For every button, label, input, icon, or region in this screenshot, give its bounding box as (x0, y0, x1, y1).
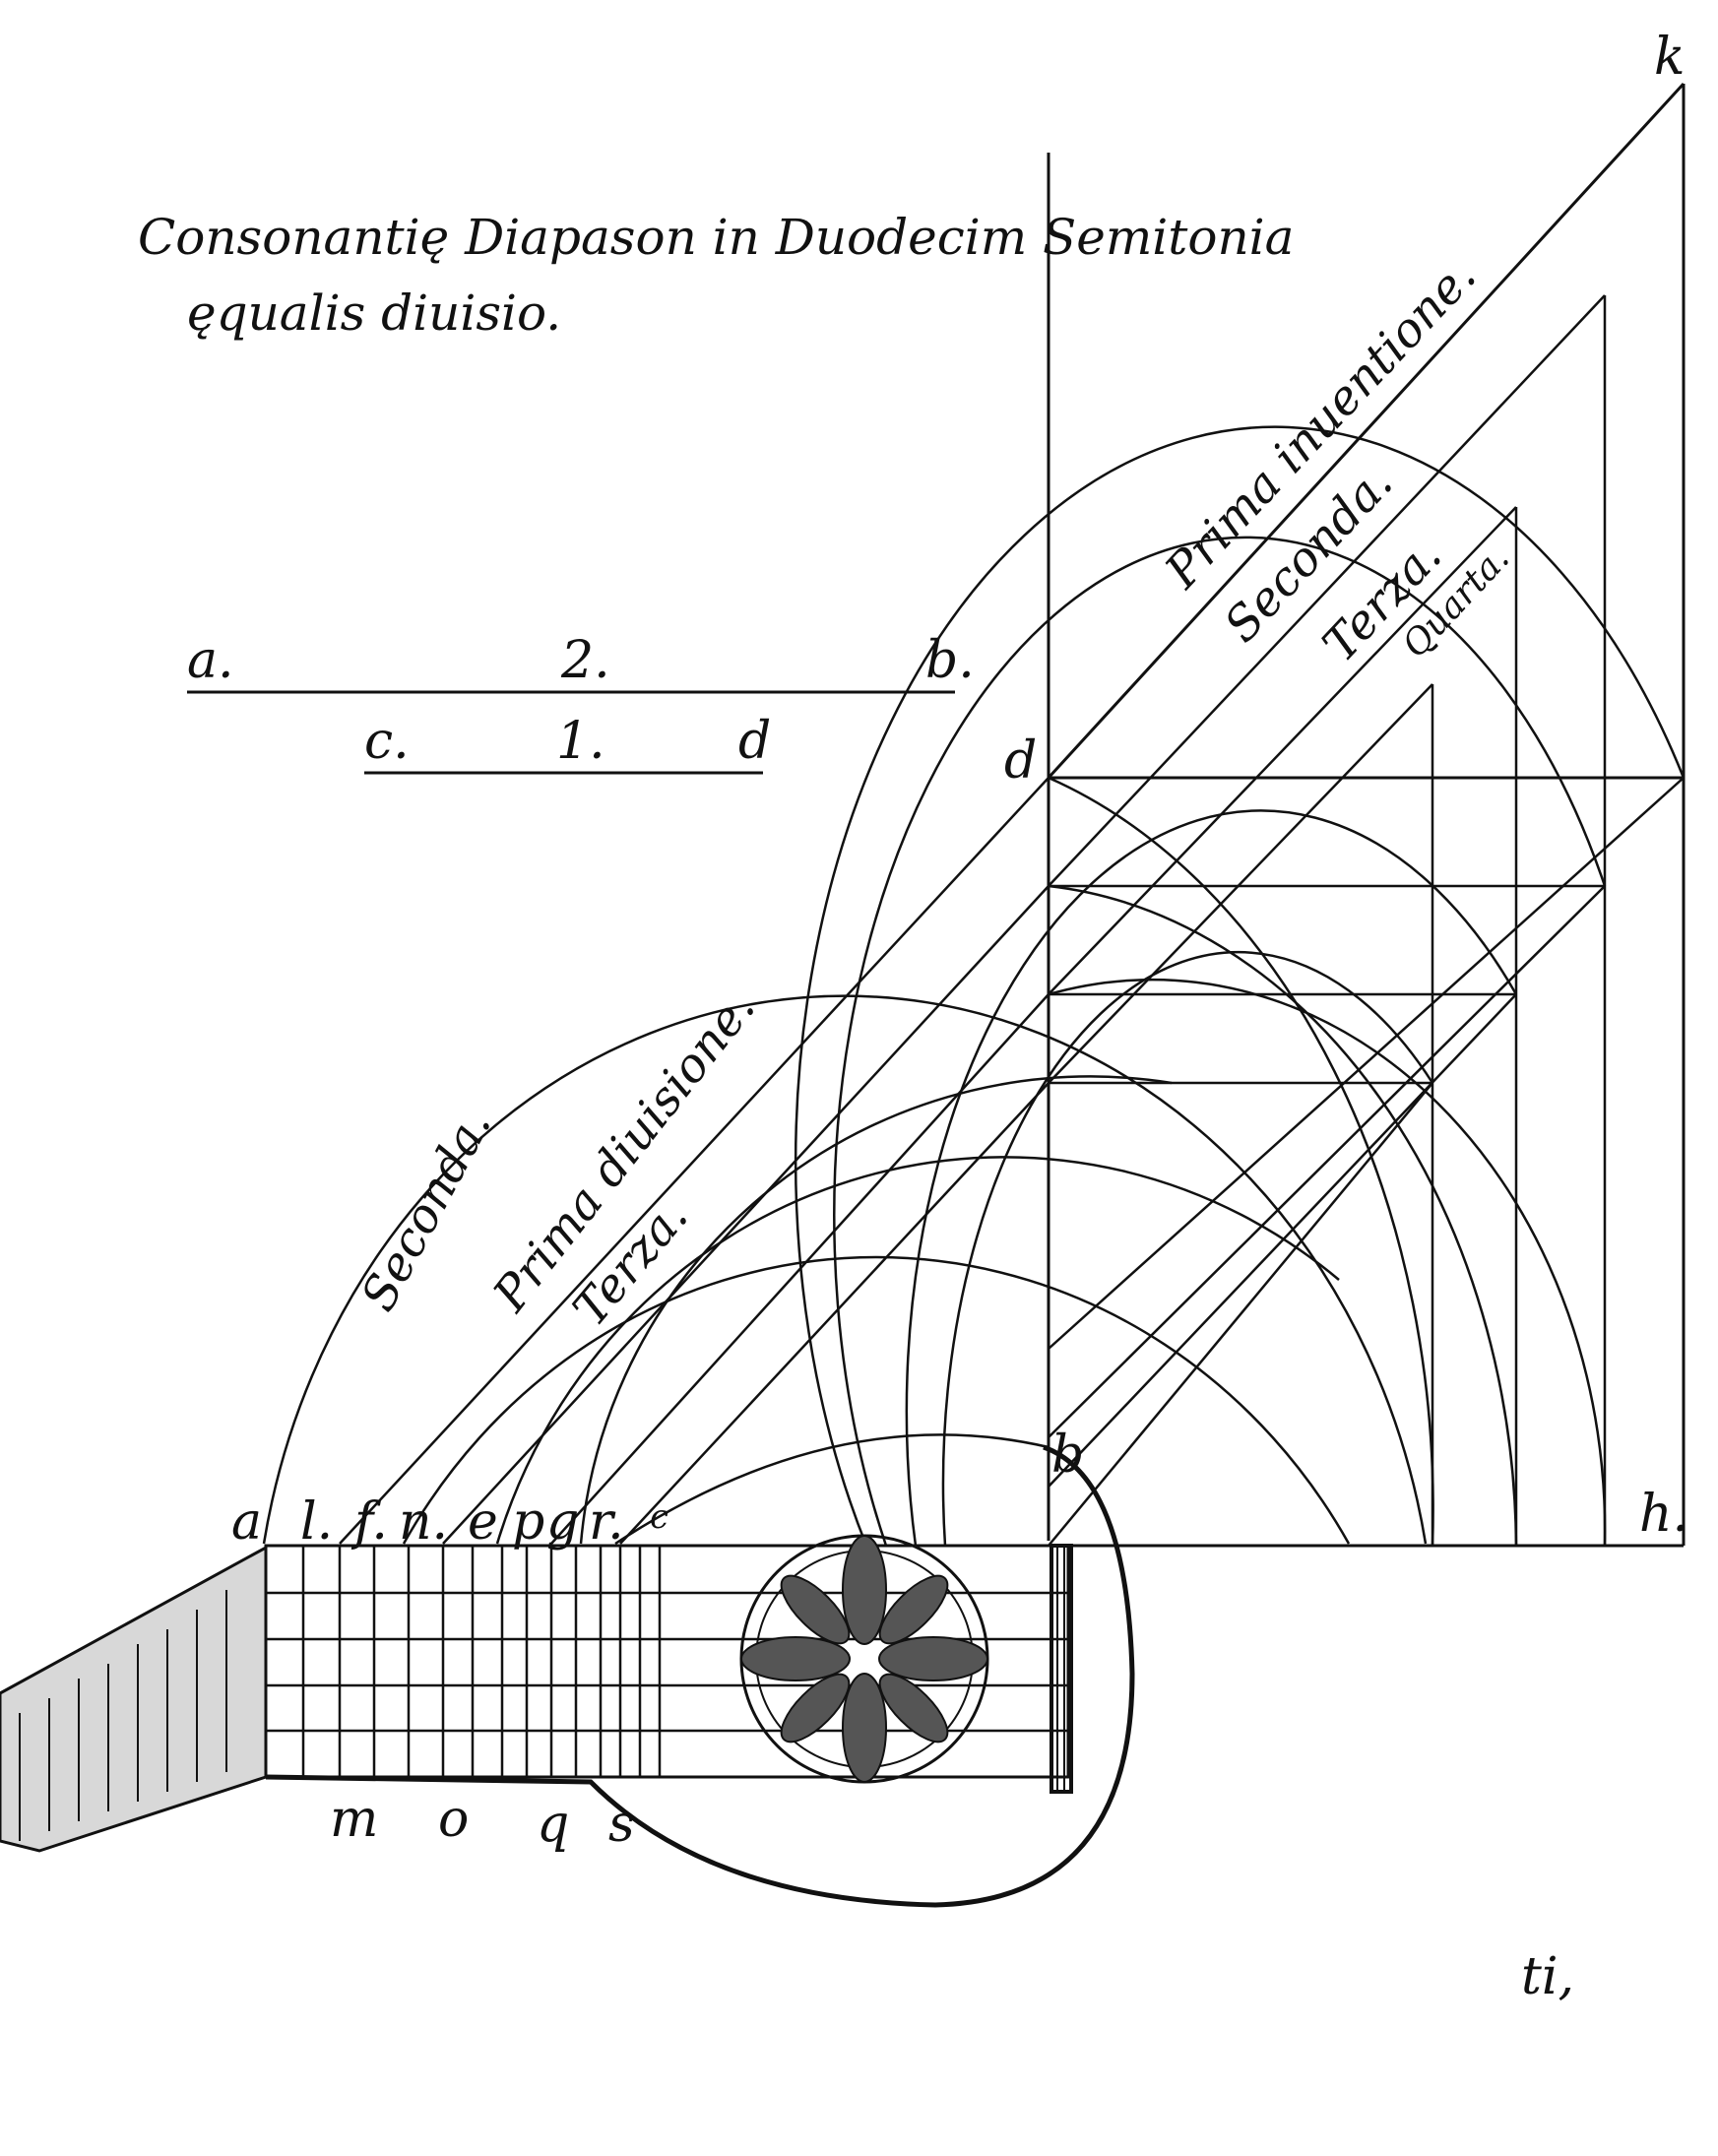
arc-div-prima (402, 1255, 1351, 1545)
curve-labels: Prima inuentione. Seconda. Terza. Quarta… (350, 248, 1517, 1337)
fretboard (264, 1544, 1070, 1779)
fret-label-l: l. (300, 1492, 333, 1552)
segment-cd-end-label: d (738, 712, 771, 771)
segment-cd-mid-label: 1. (556, 712, 605, 771)
rosette-pattern (740, 1535, 988, 1783)
segment-ab-start-label: a. (187, 631, 234, 690)
arc-c-b (614, 1433, 1050, 1546)
diagonal-to-fret-l (339, 777, 1050, 1545)
diagonal-dk (1047, 82, 1686, 780)
diagonal-to-fret-n (442, 885, 1050, 1545)
corner-catchword: ti, (1521, 1947, 1574, 2006)
fret-label-q: q (537, 1795, 569, 1854)
title-line-2: ęqualis diuisio. (187, 285, 561, 342)
fret-label-g: g (546, 1492, 579, 1552)
diagonal-terza (1048, 506, 1517, 995)
arcs (262, 425, 1686, 1547)
arc-right-2 (1048, 884, 1518, 1547)
arc-right-1 (1048, 776, 1434, 1547)
diagonal-quarta (1048, 683, 1433, 1084)
fret-label-f: f. (350, 1492, 388, 1552)
segment-cd-start-label: c. (364, 712, 410, 771)
fret-label-o: o (438, 1790, 469, 1849)
diagonal-to-fret-r (619, 1082, 1050, 1545)
bridge (1050, 1544, 1073, 1794)
diagonal-return-1 (1048, 777, 1685, 1350)
point-h-label: h. (1639, 1485, 1688, 1544)
title-line-1: Consonantię Diapason in Duodecim Semiton… (138, 209, 1295, 266)
arc-div-seconda (262, 994, 1428, 1545)
reference-segments: a. 2. b. c. 1. d (187, 631, 975, 775)
diagonal-return-2 (1048, 885, 1606, 1438)
arc-right-3 (1048, 978, 1607, 1547)
diagonal-return-4 (1048, 1082, 1433, 1547)
arc-inv-prima (795, 425, 1686, 1547)
fret-label-p: p (512, 1492, 544, 1552)
frets (301, 1546, 662, 1777)
fret-labels-top: a l. f. n. e p g r. c (231, 1492, 668, 1552)
lute-body-outline (265, 1444, 1135, 1908)
arc-inv-seconda (833, 536, 1607, 1547)
fret-label-r: r. (589, 1492, 624, 1552)
fret-label-a: a (231, 1492, 262, 1552)
arc-inv-terza (905, 809, 1518, 1547)
diagonal-return-3 (1048, 993, 1517, 1488)
diagonal-seconda (1048, 294, 1606, 887)
lute-instrument (0, 1444, 1135, 1908)
point-k-label: k (1654, 28, 1686, 87)
fret-label-m: m (330, 1790, 378, 1849)
arc-div-quarta (579, 1075, 1173, 1545)
arc-div-terza (495, 1156, 1340, 1545)
fret-label-s: s (608, 1795, 635, 1854)
fret-label-n: n. (399, 1492, 448, 1552)
fret-label-e: e (468, 1492, 498, 1552)
fret-label-c: c (650, 1497, 668, 1537)
point-d-label: d (1004, 731, 1037, 791)
label-div-seconda: Seconda. (350, 1101, 502, 1320)
segment-ab-mid-label: 2. (560, 631, 610, 690)
arc-inv-quarta (941, 950, 1434, 1547)
segment-ab-end-label: b. (925, 631, 975, 690)
fret-labels-bottom: m o q s (330, 1790, 635, 1854)
